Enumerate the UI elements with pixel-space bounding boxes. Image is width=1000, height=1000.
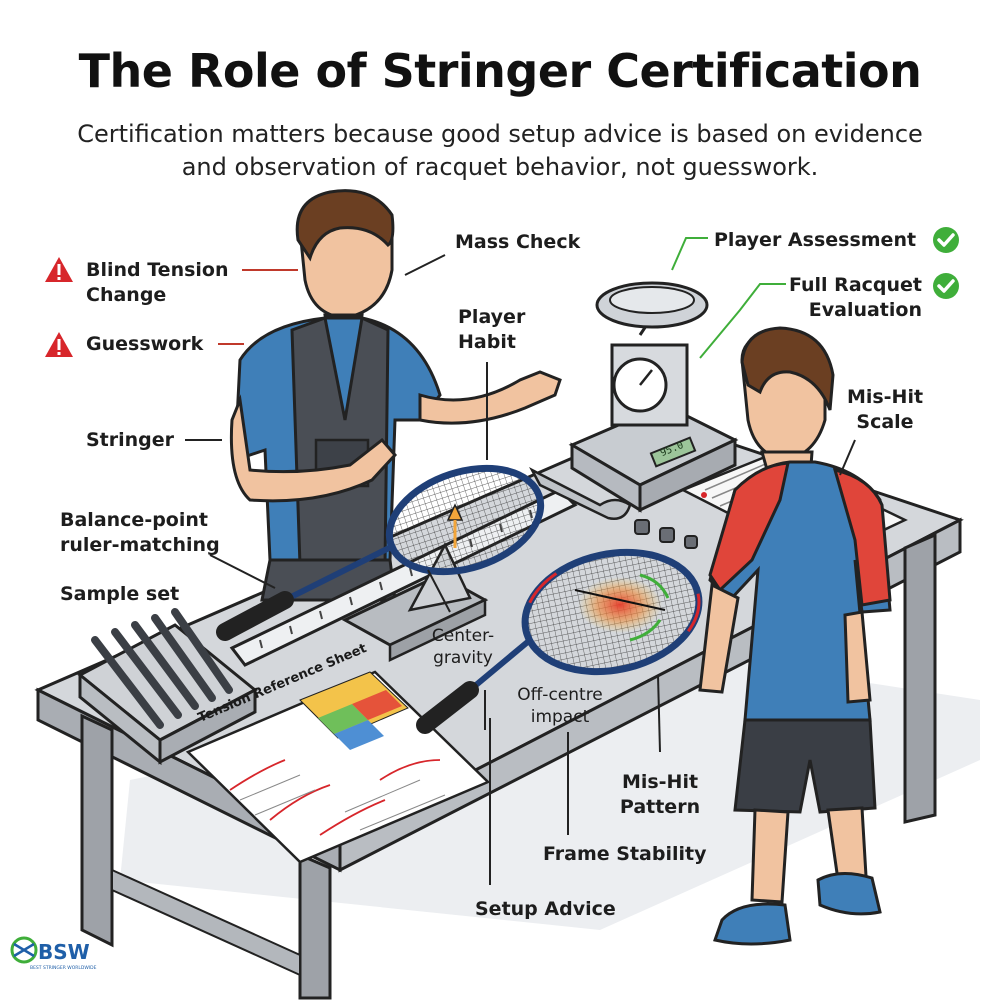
weight-plugs (634, 519, 698, 549)
logo-brand: BSW (38, 940, 90, 964)
label-full-racquet-evaluation: Full Racquet Evaluation (770, 273, 922, 323)
page-title: The Role of Stringer Certification (78, 44, 922, 98)
label-full-eval-line1: Full Racquet (788, 274, 922, 296)
label-balance-line2: ruler-matching (60, 534, 220, 556)
label-guesswork: Guesswork (86, 333, 204, 355)
tension-reference-sheet (185, 670, 491, 864)
label-offcentre-line1: Off-centre (517, 685, 603, 705)
label-center-gravity: Center- gravity (418, 625, 508, 669)
balance-racquet (216, 464, 545, 641)
mass-scale (568, 281, 739, 513)
label-center-gravity-line2: gravity (433, 648, 493, 668)
label-sample-set: Sample set (60, 583, 180, 605)
label-mishit-pattern: Mis-Hit Pattern (610, 770, 710, 820)
label-mishit-scale: Mis-Hit Scale (840, 385, 930, 435)
label-mishit-scale-line1: Mis-Hit (846, 386, 924, 408)
sample-set-rack (77, 608, 258, 766)
logo-tagline: BEST STRINGER WORLDWIDE (30, 966, 97, 971)
label-offcentre-line2: impact (530, 707, 590, 727)
label-off-centre-impact: Off-centre impact (505, 684, 615, 728)
check-circle-icon (933, 227, 959, 253)
check-circle-icon (933, 273, 959, 299)
label-balance-point: Balance-point ruler-matching (60, 508, 220, 558)
leader-lines (185, 237, 856, 885)
label-setup-advice: Setup Advice (475, 898, 616, 920)
mishit-racquet (416, 548, 703, 734)
page-subtitle: Certification matters because good setup… (77, 120, 923, 181)
label-mishit-pattern-line2: Pattern (619, 796, 701, 818)
label-player-habit: Player Habit (458, 305, 525, 355)
label-blind-tension-line2: Change (86, 284, 167, 306)
warning-triangle-icon (45, 257, 73, 282)
label-player-assessment: Player Assessment (714, 229, 917, 251)
label-player-habit-line2: Habit (458, 331, 516, 353)
label-full-eval-line2: Evaluation (808, 299, 922, 321)
bsw-logo-mark (10, 936, 38, 964)
label-balance-line1: Balance-point (60, 509, 208, 531)
label-center-gravity-line1: Center- (431, 626, 495, 646)
player-figure (698, 326, 892, 946)
label-mishit-scale-line2: Scale (856, 411, 914, 433)
label-mass-check: Mass Check (455, 231, 581, 253)
label-blind-tension-change: Blind Tension Change (86, 258, 229, 308)
bsw-logo: BSW BEST STRINGER WORLDWIDE (8, 930, 96, 994)
balance-stand (341, 542, 489, 662)
label-frame-stability: Frame Stability (543, 843, 707, 865)
warning-triangle-icon (45, 332, 73, 357)
label-blind-tension-line1: Blind Tension (86, 259, 229, 281)
label-player-habit-line1: Player (458, 306, 526, 328)
label-stringer: Stringer (86, 429, 175, 451)
label-mishit-pattern-line1: Mis-Hit (621, 771, 699, 793)
